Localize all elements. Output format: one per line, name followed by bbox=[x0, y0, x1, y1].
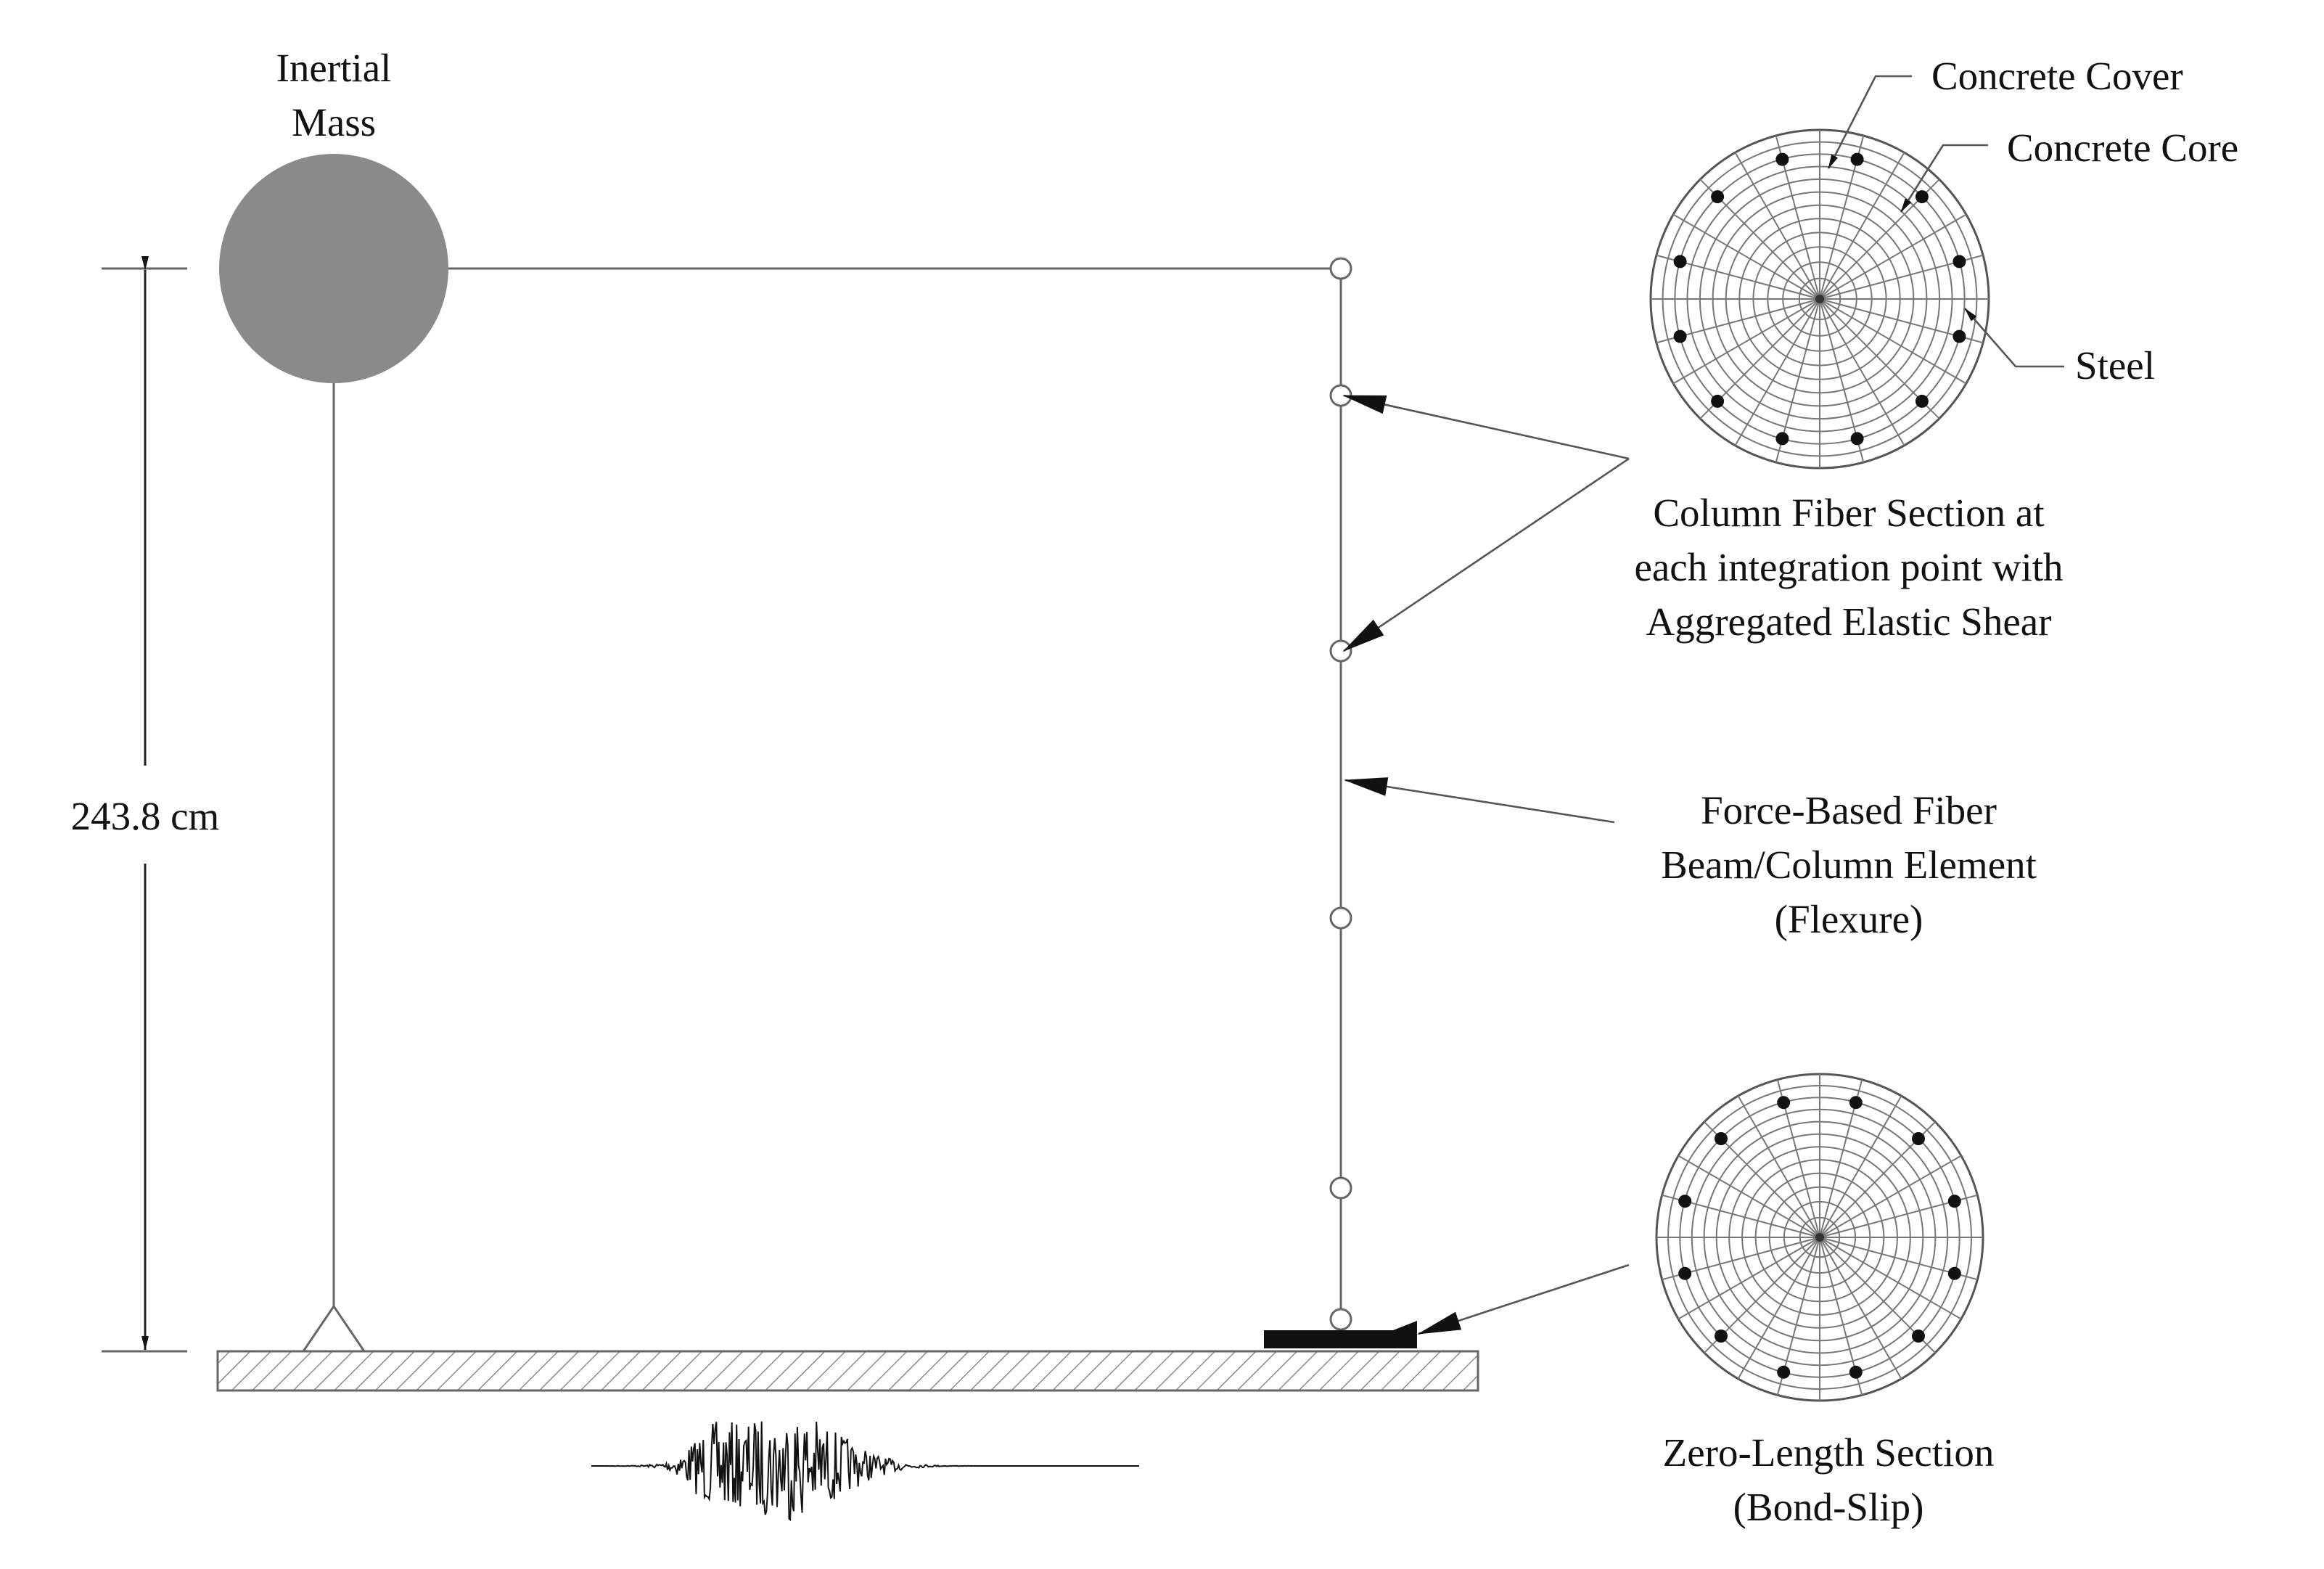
accelerogram-trace bbox=[591, 1421, 1139, 1522]
rebar-bar bbox=[1775, 152, 1789, 166]
rebar-bar bbox=[1915, 394, 1929, 408]
fiber-spoke bbox=[1737, 1237, 1820, 1380]
column-fiber-section bbox=[1649, 128, 1990, 470]
concrete-cover-label: Concrete Cover bbox=[1931, 54, 2183, 98]
rebar-bar bbox=[1912, 1132, 1925, 1145]
rebar-bar bbox=[1953, 329, 1966, 343]
rebar-bar bbox=[1849, 1096, 1863, 1110]
rebar-bar bbox=[1711, 394, 1725, 408]
rebar-bar bbox=[1947, 1266, 1961, 1280]
zero-length-label-line2: (Bond-Slip) bbox=[1733, 1485, 1924, 1529]
ground-slab bbox=[216, 1350, 1479, 1392]
fiber-spoke bbox=[1819, 1237, 1902, 1380]
rebar-bar bbox=[1850, 152, 1864, 166]
bond-slip-spring-block bbox=[1264, 1321, 1417, 1348]
force-based-label-line1: Force-Based Fiber bbox=[1701, 788, 1997, 832]
fiber-spoke bbox=[1734, 152, 1820, 300]
column-node-base bbox=[1329, 1308, 1352, 1331]
section-center bbox=[1815, 295, 1824, 303]
ground-motion-record bbox=[591, 1421, 1139, 1522]
inertial-mass-label-line1: Inertial bbox=[276, 46, 392, 90]
steel-label: Steel bbox=[2075, 343, 2155, 388]
rebar-bar bbox=[1777, 1096, 1791, 1110]
rebar-bar bbox=[1953, 255, 1966, 269]
zero-length-label-line1: Zero-Length Section bbox=[1663, 1430, 1995, 1475]
height-dimension-label: 243.8 cm bbox=[71, 794, 220, 838]
integration-leader-lower bbox=[1342, 457, 1630, 652]
concrete-core-label: Concrete Core bbox=[2007, 126, 2238, 170]
rebar-bar bbox=[1849, 1365, 1863, 1379]
fiber-spoke bbox=[1819, 1095, 1902, 1238]
fiber-spoke bbox=[1819, 298, 1905, 446]
rebar-bar bbox=[1673, 255, 1687, 269]
fiber-spoke bbox=[1819, 1237, 1962, 1320]
integration-point-4 bbox=[1329, 1176, 1352, 1200]
steel-leader bbox=[1964, 308, 2064, 368]
rebar-bar bbox=[1915, 190, 1929, 204]
fiber-spoke bbox=[1819, 213, 1967, 300]
column-fiber-label-line2: each integration point with bbox=[1634, 545, 2063, 589]
zero-length-fiber-section bbox=[1655, 1073, 1984, 1402]
zero-length-leader bbox=[1417, 1263, 1630, 1335]
section-center bbox=[1815, 1233, 1824, 1242]
integration-leader-upper bbox=[1342, 394, 1630, 460]
force-based-leader bbox=[1344, 777, 1615, 824]
pin-support-icon bbox=[301, 1304, 366, 1353]
fiber-spoke bbox=[1737, 1095, 1820, 1238]
column-node-top bbox=[1329, 257, 1352, 280]
integration-point-2 bbox=[1329, 639, 1352, 663]
inertial-mass bbox=[219, 154, 448, 383]
force-based-label-line2: Beam/Column Element bbox=[1661, 843, 2037, 887]
column-fiber-label-line3: Aggregated Elastic Shear bbox=[1646, 599, 2052, 644]
concrete-core-leader bbox=[1900, 144, 1988, 213]
concrete-cover-leader bbox=[1827, 75, 1912, 169]
rebar-bar bbox=[1777, 1365, 1791, 1379]
fiber-spoke bbox=[1734, 298, 1820, 446]
fiber-spoke bbox=[1678, 1237, 1820, 1320]
fiber-spoke bbox=[1672, 213, 1820, 300]
rebar-bar bbox=[1678, 1266, 1692, 1280]
column-fiber-label-line1: Column Fiber Section at bbox=[1653, 491, 2044, 535]
rebar-bar bbox=[1850, 432, 1864, 446]
fiber-spoke bbox=[1819, 152, 1905, 300]
rebar-bar bbox=[1715, 1330, 1728, 1343]
rebar-bar bbox=[1947, 1195, 1961, 1208]
rebar-bar bbox=[1678, 1195, 1692, 1208]
rebar-bar bbox=[1775, 432, 1789, 446]
rebar-bar bbox=[1711, 190, 1725, 204]
rebar-bar bbox=[1912, 1330, 1925, 1343]
inertial-mass-label-line2: Mass bbox=[292, 100, 376, 144]
fiber-spoke bbox=[1819, 1155, 1962, 1238]
integration-point-3 bbox=[1329, 906, 1352, 930]
fiber-spoke bbox=[1672, 298, 1820, 385]
fiber-spoke bbox=[1678, 1155, 1820, 1238]
rebar-bar bbox=[1673, 329, 1687, 343]
fiber-spoke bbox=[1819, 298, 1967, 385]
rebar-bar bbox=[1715, 1132, 1728, 1145]
force-based-label-line3: (Flexure) bbox=[1775, 897, 1923, 941]
